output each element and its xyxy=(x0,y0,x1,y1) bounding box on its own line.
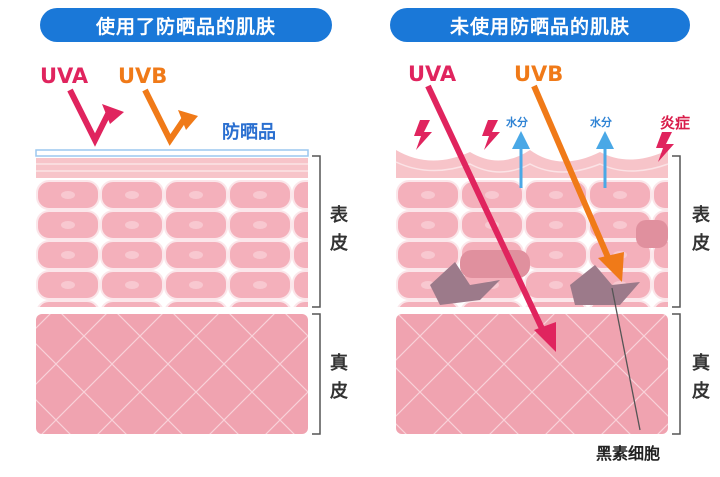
left-skin xyxy=(35,149,309,434)
lightning-icon xyxy=(414,120,432,150)
water-arrows xyxy=(512,131,614,188)
uvb-label-left: UVB xyxy=(118,64,168,88)
right-skin xyxy=(395,150,669,434)
epidermis-cells xyxy=(36,180,308,307)
right-panel-title: 未使用防晒品的肌肤 xyxy=(390,8,690,42)
melanocyte-label: 黑素细胞 xyxy=(596,444,661,463)
uvb-arrow-right xyxy=(531,84,624,282)
lightning-icon xyxy=(656,132,674,162)
dermis-label-right: 真皮 xyxy=(692,353,710,402)
melanocyte-1 xyxy=(430,262,500,305)
uvb-arrow-left xyxy=(142,88,198,146)
sunscreen-label: 防晒品 xyxy=(222,122,276,143)
epidermis-label-left: 表皮 xyxy=(330,205,348,254)
dermis-label-left: 真皮 xyxy=(330,353,348,402)
lightning-icon xyxy=(482,120,500,150)
uvb-label-right: UVB xyxy=(514,62,564,86)
inflammation-label: 炎症 xyxy=(660,114,691,132)
left-panel-title: 使用了防晒品的肌肤 xyxy=(40,8,332,42)
right-layer-brackets xyxy=(672,155,681,435)
uva-arrow-left xyxy=(67,88,124,147)
left-layer-brackets xyxy=(312,155,321,435)
water-label-1: 水分 xyxy=(506,116,528,129)
uva-label-left: UVA xyxy=(40,64,89,88)
melanocyte-pointer xyxy=(611,287,641,431)
water-label-2: 水分 xyxy=(590,116,612,129)
uva-arrow-right xyxy=(425,84,556,352)
melanocyte-2 xyxy=(570,265,640,305)
sunscreen-layer xyxy=(35,149,309,157)
epidermis-label-right: 表皮 xyxy=(692,205,710,254)
uva-label-right: UVA xyxy=(408,62,457,86)
inflammation-icons xyxy=(414,120,674,162)
